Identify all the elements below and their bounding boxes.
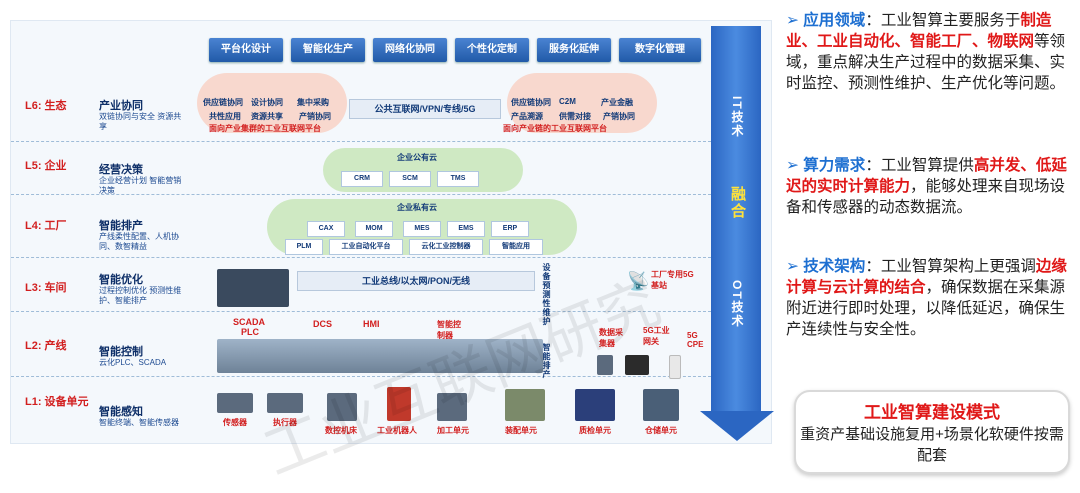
l4-chip: 工业自动化平台 — [329, 239, 403, 255]
bullet-application: ➢ 应用领域：工业智算主要服务于制造业、工业自动化、智能工厂、物联网等领域，重点… — [786, 10, 1072, 94]
qc-image — [575, 389, 615, 421]
layer-title-l6: 产业协同 — [99, 97, 143, 113]
layer-sub-l4: 产线柔性配置、人机协同、数智精益 — [99, 232, 187, 252]
layer-sub-l6: 双链协同与安全 资源共享 — [99, 112, 187, 132]
sensor-image — [217, 393, 253, 413]
l4-cloud-label: 企业私有云 — [397, 202, 437, 213]
l5-cloud-label: 企业公有云 — [397, 152, 437, 163]
layer-sub-l2: 云化PLC、SCADA — [99, 358, 187, 368]
bullet-arrow-icon: ➢ — [786, 258, 803, 275]
l6-left-item: 供应链协同 — [203, 97, 243, 108]
l6-left-item: 产销协同 — [299, 111, 331, 122]
l6-left-item: 集中采购 — [297, 97, 329, 108]
l6-right-item: 供应链协同 — [511, 97, 551, 108]
l2-right-cpe: 5G CPE — [687, 331, 707, 349]
layer-title-l1: 智能感知 — [99, 403, 143, 419]
l5-chip: CRM — [341, 171, 383, 187]
l3-base-station: 工厂专用5G基站 — [651, 269, 701, 291]
l1-label: 装配单元 — [505, 425, 537, 436]
bullet-arrow-icon: ➢ — [786, 157, 803, 174]
l4-chip: 智能应用 — [489, 239, 543, 255]
panel-body: 重资产基础设施复用+场景化软硬件按需配套 — [796, 424, 1068, 466]
l4-chip: EMS — [447, 221, 485, 237]
bullet-pre: ：工业智算架构上更强调 — [865, 258, 1036, 275]
control-room-image — [217, 269, 289, 307]
layer-sub-l3: 过程控制优化 预测性维护、智能排产 — [99, 286, 187, 306]
gateway-device — [625, 355, 649, 375]
bullet-pre: ：工业智算提供 — [865, 157, 974, 174]
arrow-label-it: IT技术 — [729, 96, 746, 139]
layer-code-l5: L5: 企业 — [25, 157, 67, 173]
layer-code-l1: L1: 设备单元 — [25, 393, 89, 409]
top-button-2[interactable]: 智能化生产 — [291, 38, 365, 62]
layer-title-l2: 智能控制 — [99, 343, 143, 359]
arrow-label-merge: 融合 — [727, 186, 748, 220]
l6-right-item: 产业金融 — [601, 97, 633, 108]
bullet-arrow-icon: ➢ — [786, 12, 803, 29]
l4-chip: CAX — [307, 221, 345, 237]
construction-mode-panel: 工业智算建设模式 重资产基础设施复用+场景化软硬件按需配套 — [794, 390, 1070, 474]
l6-network-bar: 公共互联网/VPN/专线/5G — [349, 99, 501, 119]
l1-label: 质检单元 — [579, 425, 611, 436]
bullet-pre: ：工业智算主要服务于 — [865, 12, 1020, 29]
l3-network-bar: 工业总线/以太网/PON/无线 — [297, 271, 535, 291]
l5-chip: SCM — [389, 171, 431, 187]
storage-image — [643, 389, 679, 421]
l4-chip: PLM — [285, 239, 323, 255]
l4-chip: 云化工业控制器 — [409, 239, 483, 255]
layer-title-l4: 智能排产 — [99, 217, 143, 233]
l6-left-item: 资源共享 — [251, 111, 283, 122]
top-button-4[interactable]: 个性化定制 — [455, 38, 529, 62]
arrow-label-ot: OT技术 — [729, 280, 746, 329]
l4-chip: ERP — [491, 221, 529, 237]
layer-title-l3: 智能优化 — [99, 271, 143, 287]
layer-divider — [11, 257, 711, 258]
bullet-head: 技术架构 — [803, 258, 865, 275]
top-button-1[interactable]: 平台化设计 — [209, 38, 283, 62]
l6-right-item: 产销协同 — [603, 111, 635, 122]
cpe-device — [669, 355, 681, 379]
layer-title-l5: 经营决策 — [99, 161, 143, 177]
l4-chip: MES — [403, 221, 441, 237]
layer-sub-l1: 智能终端、智能传感器 — [99, 418, 187, 428]
l1-label: 仓储单元 — [645, 425, 677, 436]
l5-chip: TMS — [437, 171, 479, 187]
l1-label: 传感器 — [223, 417, 247, 428]
l6-right-item: 供需对接 — [559, 111, 591, 122]
bullet-head: 应用领域 — [803, 12, 865, 29]
bullet-compute: ➢ 算力需求：工业智算提供高并发、低延迟的实时计算能力，能够处理来自现场设备和传… — [786, 155, 1072, 218]
l6-left-item: 设计协同 — [251, 97, 283, 108]
layer-code-l3: L3: 车间 — [25, 279, 67, 295]
top-button-6[interactable]: 数字化管理 — [619, 38, 701, 62]
l2-label-hmi: HMI — [363, 319, 380, 329]
l6-right-item: C2M — [559, 97, 576, 106]
l2-label-dcs: DCS — [313, 319, 332, 329]
layer-sub-l5: 企业经营计划 智能营销决策 — [99, 176, 187, 196]
l6-right-item: 产品溯源 — [511, 111, 543, 122]
l2-label-scada: SCADA — [233, 317, 265, 327]
layer-code-l2: L2: 产线 — [25, 337, 67, 353]
l6-left-item: 共性应用 — [209, 111, 241, 122]
top-button-5[interactable]: 服务化延伸 — [537, 38, 611, 62]
l4-chip: MOM — [355, 221, 393, 237]
l6-left-caption: 面向产业集群的工业互联网平台 — [209, 123, 321, 134]
layer-code-l6: L6: 生态 — [25, 97, 67, 113]
l2-label-plc: PLC — [241, 327, 259, 337]
bullet-head: 算力需求 — [803, 157, 865, 174]
layer-code-l4: L4: 工厂 — [25, 217, 67, 233]
it-ot-arrow-head — [700, 411, 774, 441]
bullet-architecture: ➢ 技术架构：工业智算架构上更强调边缘计算与云计算的结合，确保数据在采集源附近进… — [786, 256, 1072, 340]
layer-divider — [11, 141, 711, 142]
panel-title: 工业智算建设模式 — [796, 398, 1068, 423]
top-button-3[interactable]: 网络化协同 — [373, 38, 447, 62]
l6-right-caption: 面向产业链的工业互联网平台 — [503, 123, 607, 134]
